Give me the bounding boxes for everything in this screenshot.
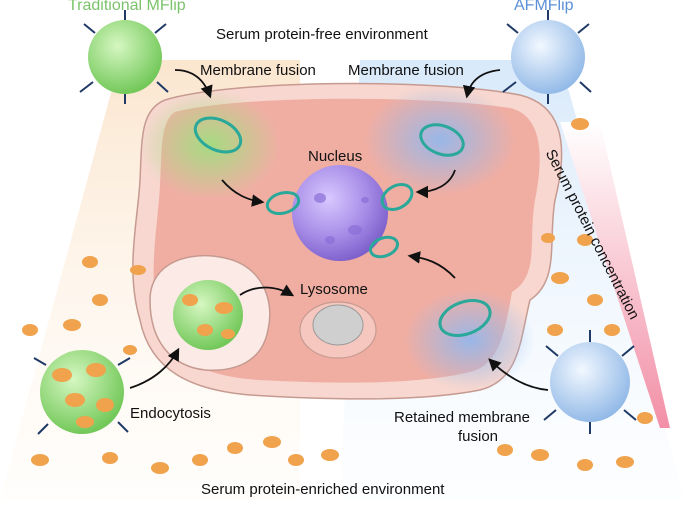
nucleus — [292, 165, 388, 261]
mflip-particle-in-pocket — [173, 280, 243, 350]
blue-fusion-zone-top — [365, 85, 515, 195]
arrow-blue-to-nucleus — [415, 169, 456, 199]
blue-fusion-zone-bottom — [405, 290, 535, 390]
arrow-retained-fusion — [488, 358, 549, 391]
dna-ring-nucleus-right — [380, 183, 414, 211]
afmflip-label: AFMFlip — [514, 0, 574, 14]
traditional-mflip-label: Traditional MFlip — [68, 0, 186, 14]
dna-ring-bottom-right — [438, 299, 492, 337]
arrow-green-to-nucleus — [221, 179, 265, 207]
dna-ring-blue-zone — [419, 123, 465, 157]
membrane-fusion-right-label: Membrane fusion — [348, 62, 464, 79]
serum-free-environment-label: Serum protein-free environment — [216, 26, 428, 43]
membrane-fusion-left-label: Membrane fusion — [200, 62, 316, 79]
retained-membrane-fusion-label-line1: Retained membrane — [394, 409, 530, 426]
serum-concentration-bar — [560, 122, 670, 428]
retained-membrane-fusion-label-line2: fusion — [458, 428, 499, 445]
dna-ring-nucleus-left — [265, 190, 301, 216]
dna-ring-nucleus-bottom — [368, 235, 400, 259]
traditional-mflip-particle-top — [79, 10, 169, 104]
arrow-afmflip-to-fusion — [462, 69, 501, 99]
serum-proteins — [22, 118, 653, 474]
arrow-pocket-to-lysosome — [239, 284, 295, 297]
nucleus-label: Nucleus — [308, 148, 363, 165]
arrow-mflip-to-fusion — [174, 69, 213, 99]
serum-enriched-environment-label: Serum protein-enriched environment — [201, 481, 445, 498]
lysosome — [299, 301, 377, 359]
afmflip-particle-bottom — [543, 330, 637, 434]
green-fusion-zone — [140, 90, 280, 200]
endocytosis-label: Endocytosis — [130, 405, 211, 422]
arrow-bottom-to-nucleus — [407, 251, 456, 279]
mflip-particle-serum-coated — [33, 350, 131, 435]
lysosome-label: Lysosome — [300, 281, 368, 298]
afmflip-particle-top — [502, 10, 592, 104]
arrow-endocytosis — [129, 347, 180, 389]
dna-ring-green-zone — [193, 116, 243, 154]
